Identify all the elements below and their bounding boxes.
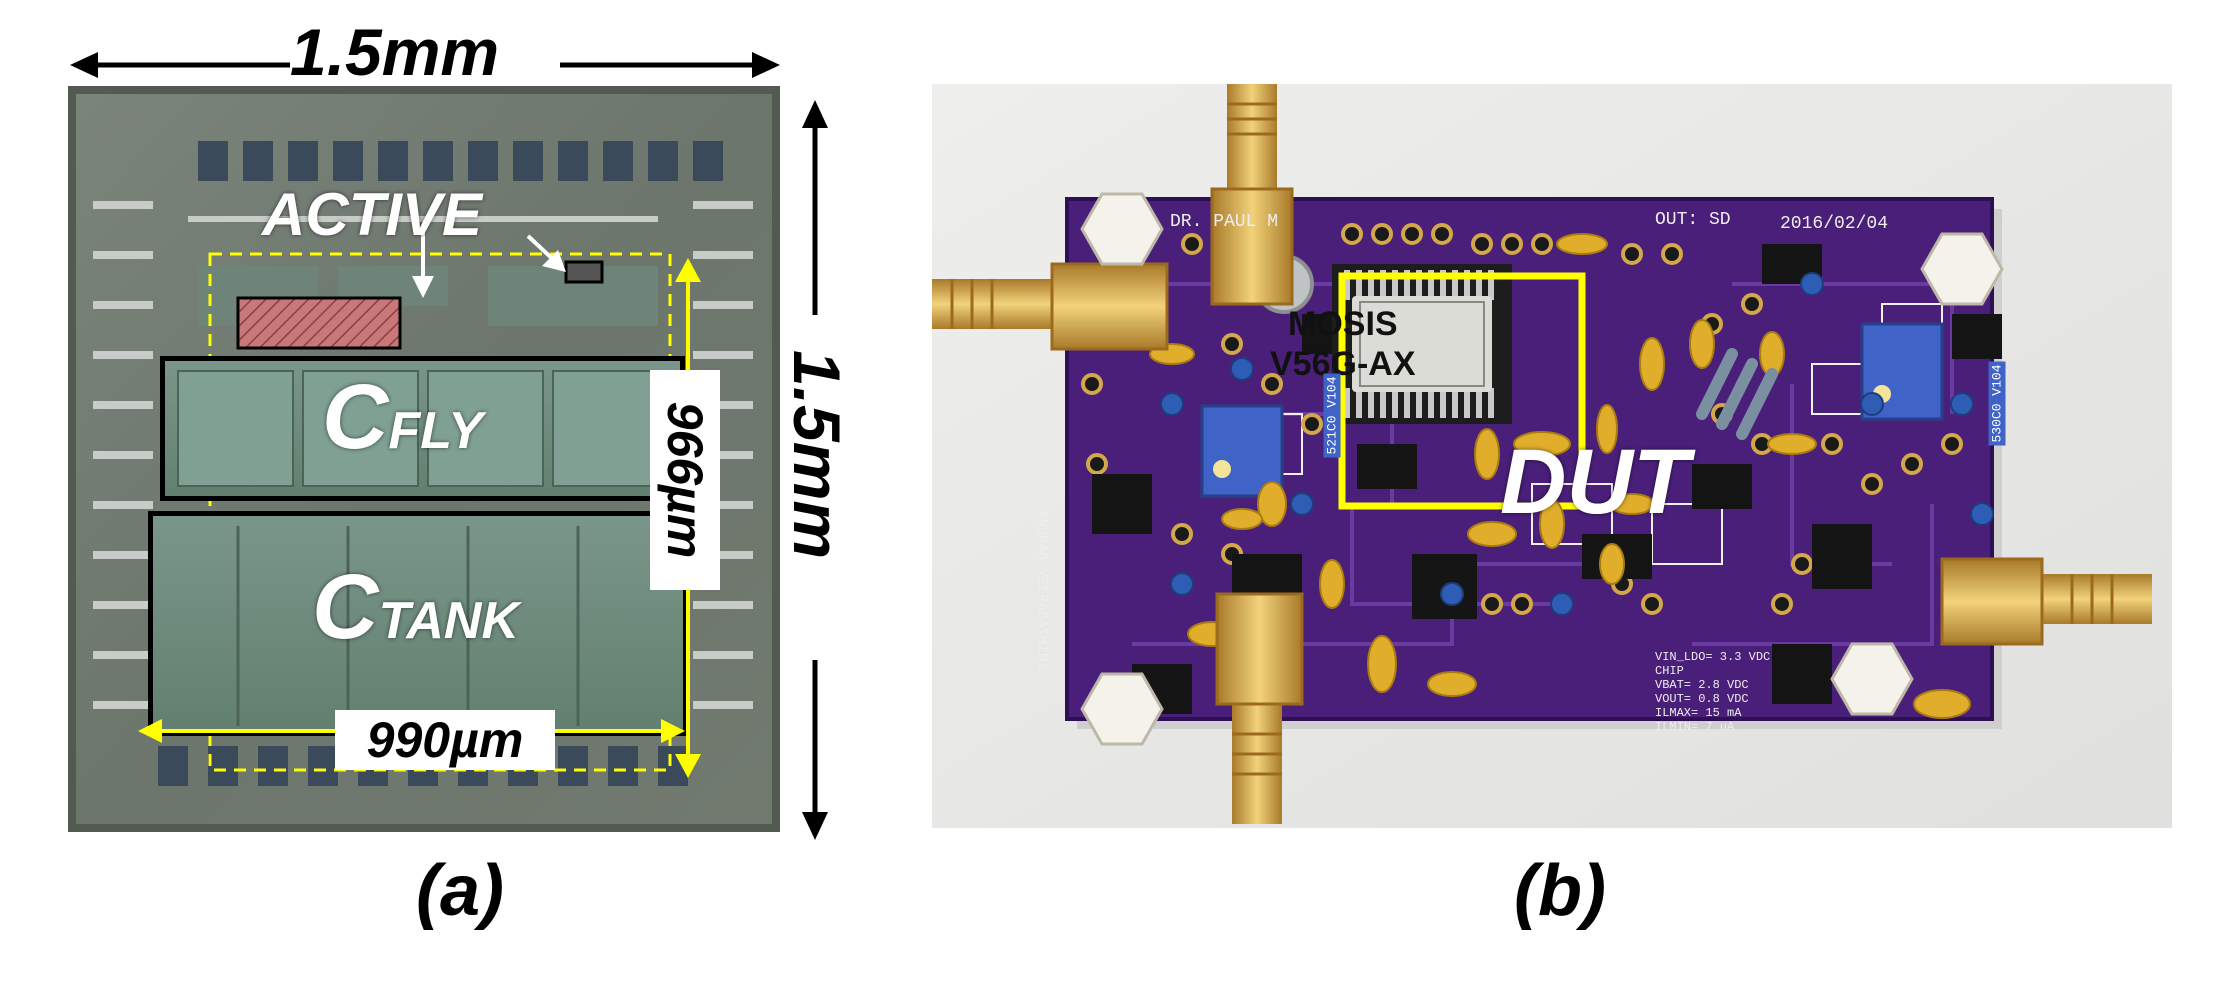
dut-label: DUT xyxy=(1500,431,1690,533)
silk-specs: VIN_LDO= 3.3 VDC CHIP VBAT= 2.8 VDC VOUT… xyxy=(1655,650,1770,734)
ctank-sub: TANK xyxy=(378,592,520,650)
core-width-label: 990µm xyxy=(335,710,555,770)
width-arrow xyxy=(70,52,780,78)
pcb-photo xyxy=(932,84,2172,828)
core-height-label: 966µm xyxy=(657,401,713,559)
die-width-label: 1.5mm xyxy=(290,15,500,89)
core-height-box: 966µm xyxy=(650,370,720,590)
silk-left: ANURAG VEERABATHINI xyxy=(1034,510,1050,670)
silk-spec-line: ILMAX= 15 mA xyxy=(1655,706,1742,720)
silk-spec-line: VOUT= 0.8 VDC xyxy=(1655,692,1749,706)
panel-a-caption: (a) xyxy=(416,851,504,931)
silk-spec-line: VIN_LDO= 3.3 VDC xyxy=(1655,650,1771,664)
pot-left-label: 521C0 V104 xyxy=(1323,373,1341,458)
pot-right-label: 530C0 V104 xyxy=(1988,361,2006,446)
silk-spec-line: VBAT= 2.8 VDC xyxy=(1655,678,1749,692)
cfly-sub: FLY xyxy=(388,402,483,460)
silk-spec-line: ILMIN= 7 uA xyxy=(1655,720,1735,734)
silk-out: OUT: SD xyxy=(1655,210,1731,230)
ctank-main: C xyxy=(312,556,379,658)
silk-date: 2016/02/04 xyxy=(1780,214,1889,234)
panel-b-caption: (b) xyxy=(1514,851,1606,931)
active-label: ACTIVE xyxy=(262,181,483,248)
cfly-label: CFLY xyxy=(322,365,483,470)
ctank-label: CTANK xyxy=(312,555,519,660)
silk-spec-line: CHIP xyxy=(1655,664,1684,678)
cfly-main: C xyxy=(322,366,389,468)
chip-line1: MOSIS xyxy=(1288,305,1398,343)
silk-top: DR. PAUL M xyxy=(1170,212,1279,232)
height-arrow xyxy=(802,100,828,840)
chip-line2: V56G-AX xyxy=(1270,345,1416,383)
